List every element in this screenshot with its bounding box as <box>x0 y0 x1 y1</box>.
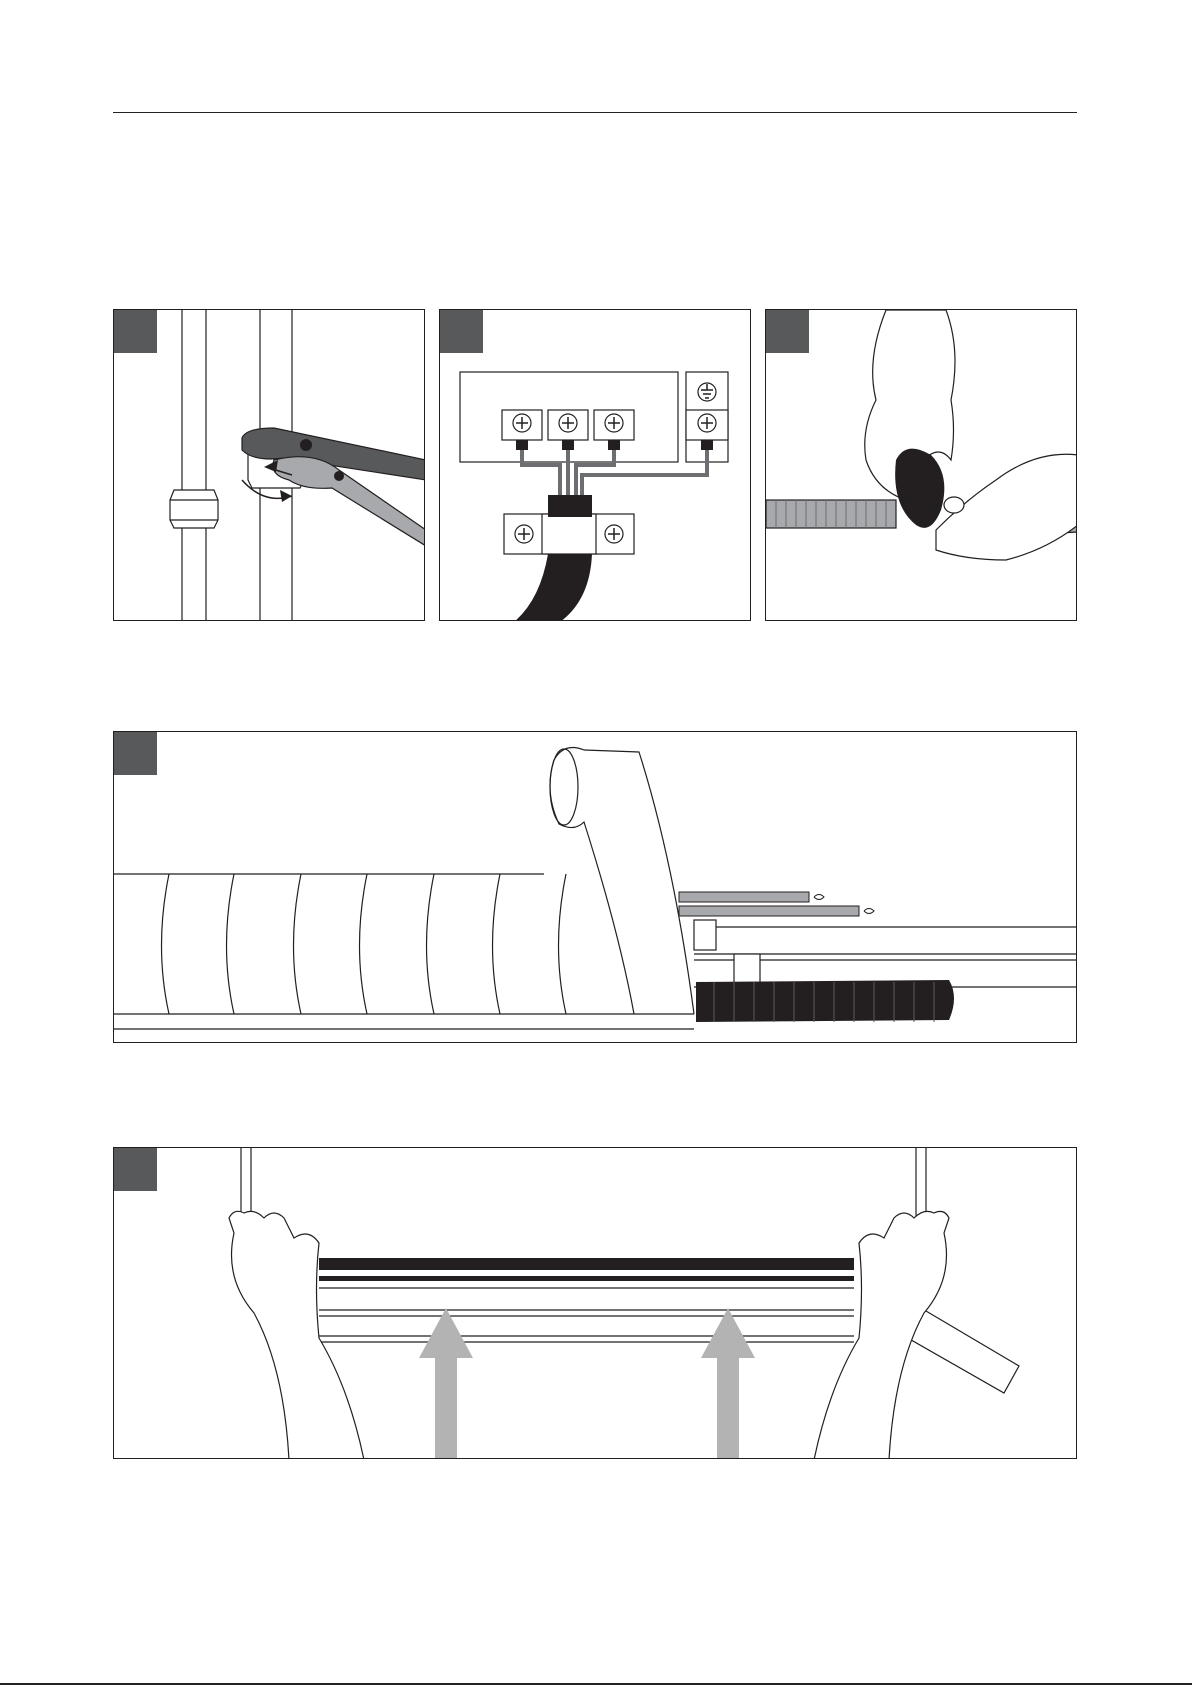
tape-hands-illustration <box>766 310 1077 621</box>
step-panel-3 <box>765 309 1077 621</box>
step-badge-2 <box>440 310 483 353</box>
step-panel-4 <box>113 731 1077 1043</box>
wrapped-pipe-illustration <box>114 732 1077 1043</box>
step-badge-1 <box>114 310 157 353</box>
step-panel-2 <box>439 309 751 621</box>
step-panel-5 <box>113 1147 1077 1459</box>
step-badge-3 <box>766 310 809 353</box>
step-panel-1 <box>113 309 425 621</box>
rotate-arrow-icon <box>280 490 292 502</box>
header-rule <box>113 112 1077 113</box>
step-badge-4 <box>114 732 157 775</box>
step-badge-5 <box>114 1148 157 1191</box>
terminal-illustration <box>440 310 751 621</box>
arrow-up-icon <box>419 1308 755 1459</box>
wrench-illustration <box>114 310 425 621</box>
lift-unit-illustration <box>114 1148 1077 1459</box>
